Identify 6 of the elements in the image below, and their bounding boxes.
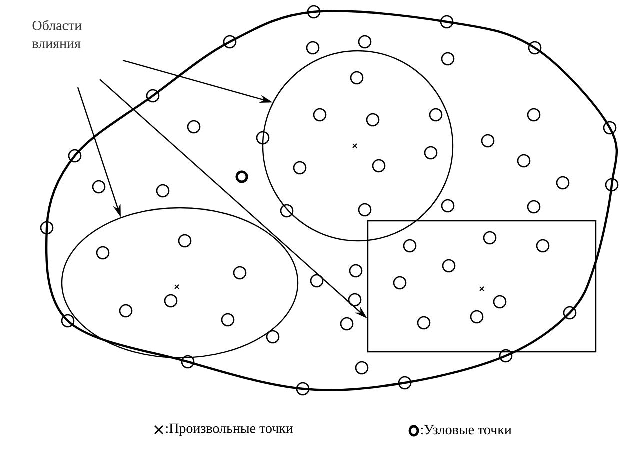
legend-text: :Произвольные точки [166, 424, 294, 436]
influence-rectangle [367, 220, 597, 353]
influence-ellipse [61, 207, 299, 359]
label-text: Области влияния [32, 20, 82, 48]
influence-circle [262, 50, 454, 242]
legend-text: :Узловые точки [421, 425, 512, 435]
